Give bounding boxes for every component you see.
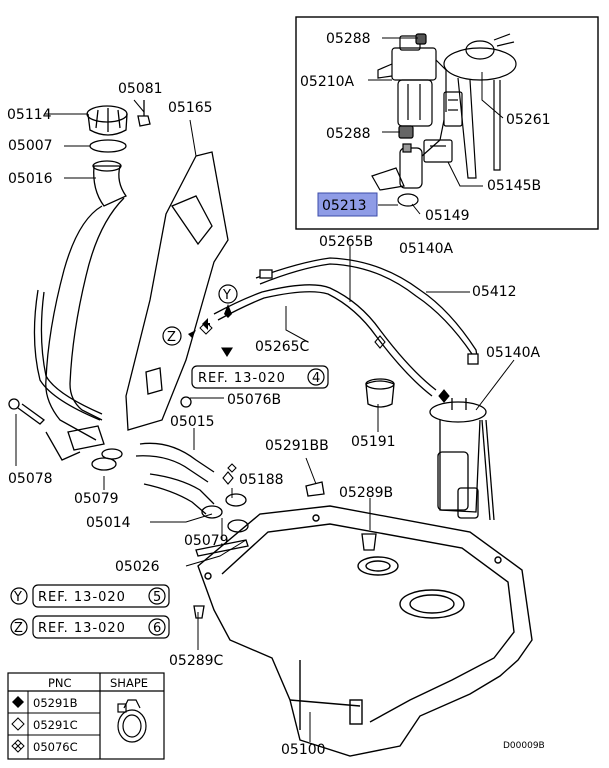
svg-text:Z: Z bbox=[14, 621, 24, 636]
table-row-05076C: 05076C bbox=[33, 740, 78, 754]
label-05079-lower: 05079 bbox=[184, 533, 229, 549]
fuel-pump-inset: 05288 05210A 05288 05261 05145B 05213 05… bbox=[295, 16, 599, 230]
label-05016: 05016 bbox=[8, 171, 53, 187]
marker-y: Y bbox=[202, 284, 238, 330]
label-05140A-inset: 05140A bbox=[399, 241, 454, 257]
sender-bracket-drawing bbox=[443, 33, 517, 179]
ref-box-13-020-4[interactable]: REF. 13-020 4 bbox=[191, 365, 329, 389]
svg-text:REF. 13-020: REF. 13-020 bbox=[198, 371, 286, 386]
label-05412: 05412 bbox=[472, 284, 517, 300]
highlight-05213 bbox=[317, 192, 378, 217]
clamp-shape-icon bbox=[117, 699, 147, 743]
pump-module-drawing bbox=[377, 33, 447, 127]
ref-y-row[interactable]: Y REF. 13-020 5 bbox=[10, 584, 170, 608]
drawing-code: D00009B bbox=[503, 741, 545, 751]
ref-z-row[interactable]: Z REF. 13-020 6 bbox=[10, 615, 170, 639]
label-05114: 05114 bbox=[7, 107, 52, 123]
label-05140A: 05140A bbox=[486, 345, 541, 361]
svg-text:5: 5 bbox=[153, 590, 162, 605]
label-05210A: 05210A bbox=[300, 74, 355, 90]
vapor-lines-drawing bbox=[213, 257, 479, 397]
label-05014: 05014 bbox=[86, 515, 131, 531]
hose-05015-drawing bbox=[135, 442, 249, 533]
connector-drawing bbox=[423, 139, 453, 163]
marker-z: Z bbox=[162, 321, 213, 346]
label-05145B: 05145B bbox=[487, 178, 541, 194]
shape-markers bbox=[221, 335, 450, 485]
label-05081: 05081 bbox=[118, 81, 163, 97]
label-05191: 05191 bbox=[351, 434, 396, 450]
inset-border bbox=[295, 16, 599, 230]
svg-text:Y: Y bbox=[13, 590, 23, 605]
label-05078: 05078 bbox=[8, 471, 53, 487]
table-header-pnc: PNC bbox=[48, 676, 72, 690]
label-05026: 05026 bbox=[115, 559, 160, 575]
label-05076B: 05076B bbox=[227, 392, 281, 408]
label-05288-upper: 05288 bbox=[326, 31, 371, 47]
inset-leaders bbox=[368, 37, 504, 215]
svg-text:REF. 13-020: REF. 13-020 bbox=[38, 590, 126, 605]
label-05289B: 05289B bbox=[339, 485, 393, 501]
svg-text:Z: Z bbox=[167, 330, 177, 345]
filled-diamond-icon bbox=[12, 696, 24, 708]
label-05261: 05261 bbox=[506, 112, 551, 128]
table-row-05291B: 05291B bbox=[33, 696, 78, 710]
label-05015: 05015 bbox=[170, 414, 215, 430]
in-tank-pump-drawing bbox=[429, 398, 495, 521]
label-05288-lower: 05288 bbox=[326, 126, 371, 142]
label-05265C: 05265C bbox=[255, 339, 310, 355]
crossed-diamond-icon bbox=[11, 739, 25, 753]
table-header-shape: SHAPE bbox=[110, 676, 148, 690]
label-05100: 05100 bbox=[281, 742, 326, 758]
table-row-05291C: 05291C bbox=[33, 718, 78, 732]
pnc-shape-table: PNC SHAPE 05291B 05291C 05076C bbox=[7, 672, 165, 760]
filler-neck-drawing bbox=[8, 100, 151, 471]
svg-text:4: 4 bbox=[312, 371, 321, 386]
label-05149: 05149 bbox=[425, 208, 470, 224]
label-05188: 05188 bbox=[239, 472, 284, 488]
svg-text:6: 6 bbox=[153, 621, 162, 636]
label-05165: 05165 bbox=[168, 100, 213, 116]
open-diamond-icon bbox=[11, 717, 25, 731]
label-05291BB: 05291BB bbox=[265, 438, 329, 454]
small-parts-drawing bbox=[180, 378, 395, 619]
svg-text:Y: Y bbox=[222, 288, 232, 303]
main-leaders bbox=[15, 99, 515, 742]
svg-text:REF. 13-020: REF. 13-020 bbox=[38, 621, 126, 636]
label-05007: 05007 bbox=[8, 138, 53, 154]
fuel-pump-drawing bbox=[371, 119, 445, 207]
shield-drawing bbox=[125, 151, 229, 431]
fuel-tank-drawing bbox=[197, 505, 533, 757]
label-05079-upper: 05079 bbox=[74, 491, 119, 507]
label-05213[interactable]: 05213 bbox=[322, 198, 367, 214]
label-05265B: 05265B bbox=[319, 234, 373, 250]
label-05289C: 05289C bbox=[169, 653, 224, 669]
